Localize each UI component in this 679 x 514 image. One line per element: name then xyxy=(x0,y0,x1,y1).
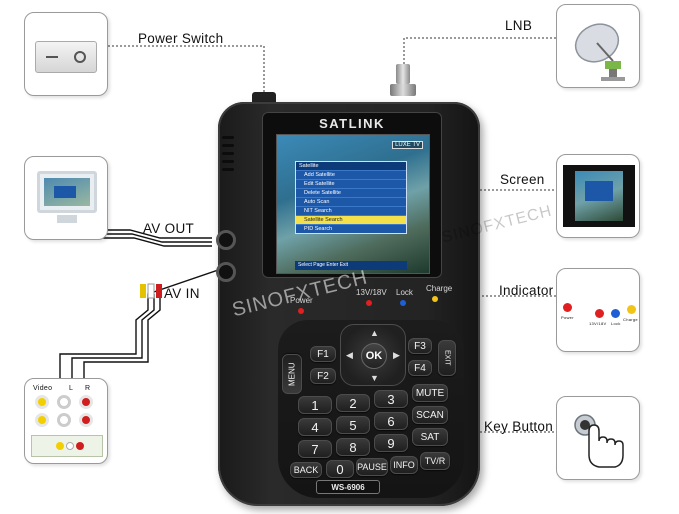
indicator-power-text: Power xyxy=(561,315,574,320)
charge-led xyxy=(432,296,438,302)
av-in-callout: Video L R xyxy=(24,378,108,464)
lock-indicator-label: Lock xyxy=(396,288,413,297)
digit-2-button[interactable]: 2 xyxy=(336,394,370,412)
lnb-connector xyxy=(390,64,416,100)
indicator-lock-text: Lock xyxy=(611,321,621,326)
f1-button[interactable]: F1 xyxy=(310,346,336,362)
menu-item: Auto Scan xyxy=(296,197,406,206)
voltage-led-icon xyxy=(595,309,604,318)
channel-badge: LUXE TV xyxy=(392,141,423,149)
down-arrow-icon[interactable]: ▼ xyxy=(370,373,379,383)
tv-radio-button[interactable]: TV/R xyxy=(420,452,450,470)
lnb-leader xyxy=(403,37,556,68)
power-led-icon xyxy=(563,303,572,312)
press-hand-icon xyxy=(574,414,624,468)
av-out-callout xyxy=(24,156,108,240)
screen-label: Screen xyxy=(500,172,545,187)
indicator-charge-text: Charge xyxy=(623,317,638,322)
menu-item: Edit Satellite xyxy=(296,179,406,188)
menu-item: PID Search xyxy=(296,224,406,233)
voltage-led xyxy=(366,300,372,306)
info-button[interactable]: INFO xyxy=(390,456,418,474)
av-in-label: AV IN xyxy=(164,286,200,301)
power-switch-leader xyxy=(108,45,265,94)
monitor-icon xyxy=(37,171,97,213)
lnb-label: LNB xyxy=(505,18,533,33)
key-button-label: Key Button xyxy=(484,419,554,434)
indicator-label: Indicator xyxy=(499,283,554,298)
digit-6-button[interactable]: 6 xyxy=(374,412,408,430)
back-button[interactable]: BACK xyxy=(290,462,322,478)
menu-item: NIT Search xyxy=(296,206,406,215)
model-label: WS-6906 xyxy=(316,480,380,494)
power-switch-callout xyxy=(24,12,108,96)
av-out-jack[interactable] xyxy=(216,230,236,250)
left-jack-label: L xyxy=(69,385,74,392)
av-out-label: AV OUT xyxy=(143,221,195,236)
digit-3-button[interactable]: 3 xyxy=(374,390,408,408)
right-arrow-icon[interactable]: ▶ xyxy=(393,350,400,360)
voltage-indicator-label: 13V/18V xyxy=(356,288,387,297)
brand-logo: SATLINK xyxy=(319,116,385,131)
digit-9-button[interactable]: 9 xyxy=(374,434,408,452)
mute-button[interactable]: MUTE xyxy=(412,384,448,402)
device-power-switch[interactable] xyxy=(252,92,276,102)
screen-bezel: SATLINK LUXE TV Satellite Add Satellite … xyxy=(262,112,442,278)
rca-jacks-icon xyxy=(35,395,97,429)
video-jack-label: Video xyxy=(33,385,53,392)
digit-1-button[interactable]: 1 xyxy=(298,396,332,414)
menu-title: Satellite xyxy=(296,162,406,170)
digit-0-button[interactable]: 0 xyxy=(326,460,354,478)
indicator-callout: Power 13V/18V Lock Charge xyxy=(556,268,640,352)
lock-led xyxy=(400,300,406,306)
digit-7-button[interactable]: 7 xyxy=(298,440,332,458)
rocker-switch-icon xyxy=(35,41,97,73)
satellite-menu: Satellite Add Satellite Edit Satellite D… xyxy=(295,161,407,234)
up-arrow-icon[interactable]: ▲ xyxy=(370,328,379,338)
lock-led-icon xyxy=(611,309,620,318)
menu-footer-hints: Select Page Enter Exit xyxy=(295,261,407,270)
f4-button[interactable]: F4 xyxy=(408,360,432,376)
left-arrow-icon[interactable]: ◀ xyxy=(346,350,353,360)
menu-item: Delete Satellite xyxy=(296,188,406,197)
direction-pad[interactable]: ▲ ▼ ◀ ▶ OK xyxy=(340,324,406,386)
menu-item: Add Satellite xyxy=(296,170,406,179)
power-switch-label: Power Switch xyxy=(138,31,224,46)
power-led xyxy=(298,308,304,314)
charge-indicator-label: Charge xyxy=(426,284,453,293)
satellite-dish-icon xyxy=(574,23,625,81)
av-in-jack[interactable] xyxy=(216,262,236,282)
lnb-callout xyxy=(556,4,640,88)
charge-led-icon xyxy=(627,305,636,314)
menu-item-selected: Satellite Search xyxy=(296,215,406,224)
exit-button[interactable]: EXIT xyxy=(438,340,456,376)
satellite-finder-device: SATLINK LUXE TV Satellite Add Satellite … xyxy=(216,96,480,508)
sat-button[interactable]: SAT xyxy=(412,428,448,446)
lcd-screen: LUXE TV Satellite Add Satellite Edit Sat… xyxy=(276,134,430,274)
scan-button[interactable]: SCAN xyxy=(412,406,448,424)
menu-button[interactable]: MENU xyxy=(282,354,302,394)
digit-5-button[interactable]: 5 xyxy=(336,416,370,434)
screen-callout xyxy=(556,154,640,238)
right-jack-label: R xyxy=(85,385,91,392)
indicator-voltage-text: 13V/18V xyxy=(589,321,607,326)
rear-panel-icon xyxy=(31,435,103,457)
f2-button[interactable]: F2 xyxy=(310,368,336,384)
power-indicator-label: Power xyxy=(290,296,313,305)
ok-button[interactable]: OK xyxy=(361,343,387,369)
digit-8-button[interactable]: 8 xyxy=(336,438,370,456)
key-button-callout xyxy=(556,396,640,480)
av-out-cable xyxy=(94,229,212,239)
film-strip-icon xyxy=(563,165,635,227)
pause-button[interactable]: PAUSE xyxy=(356,458,388,476)
digit-4-button[interactable]: 4 xyxy=(298,418,332,436)
f3-button[interactable]: F3 xyxy=(408,338,432,354)
